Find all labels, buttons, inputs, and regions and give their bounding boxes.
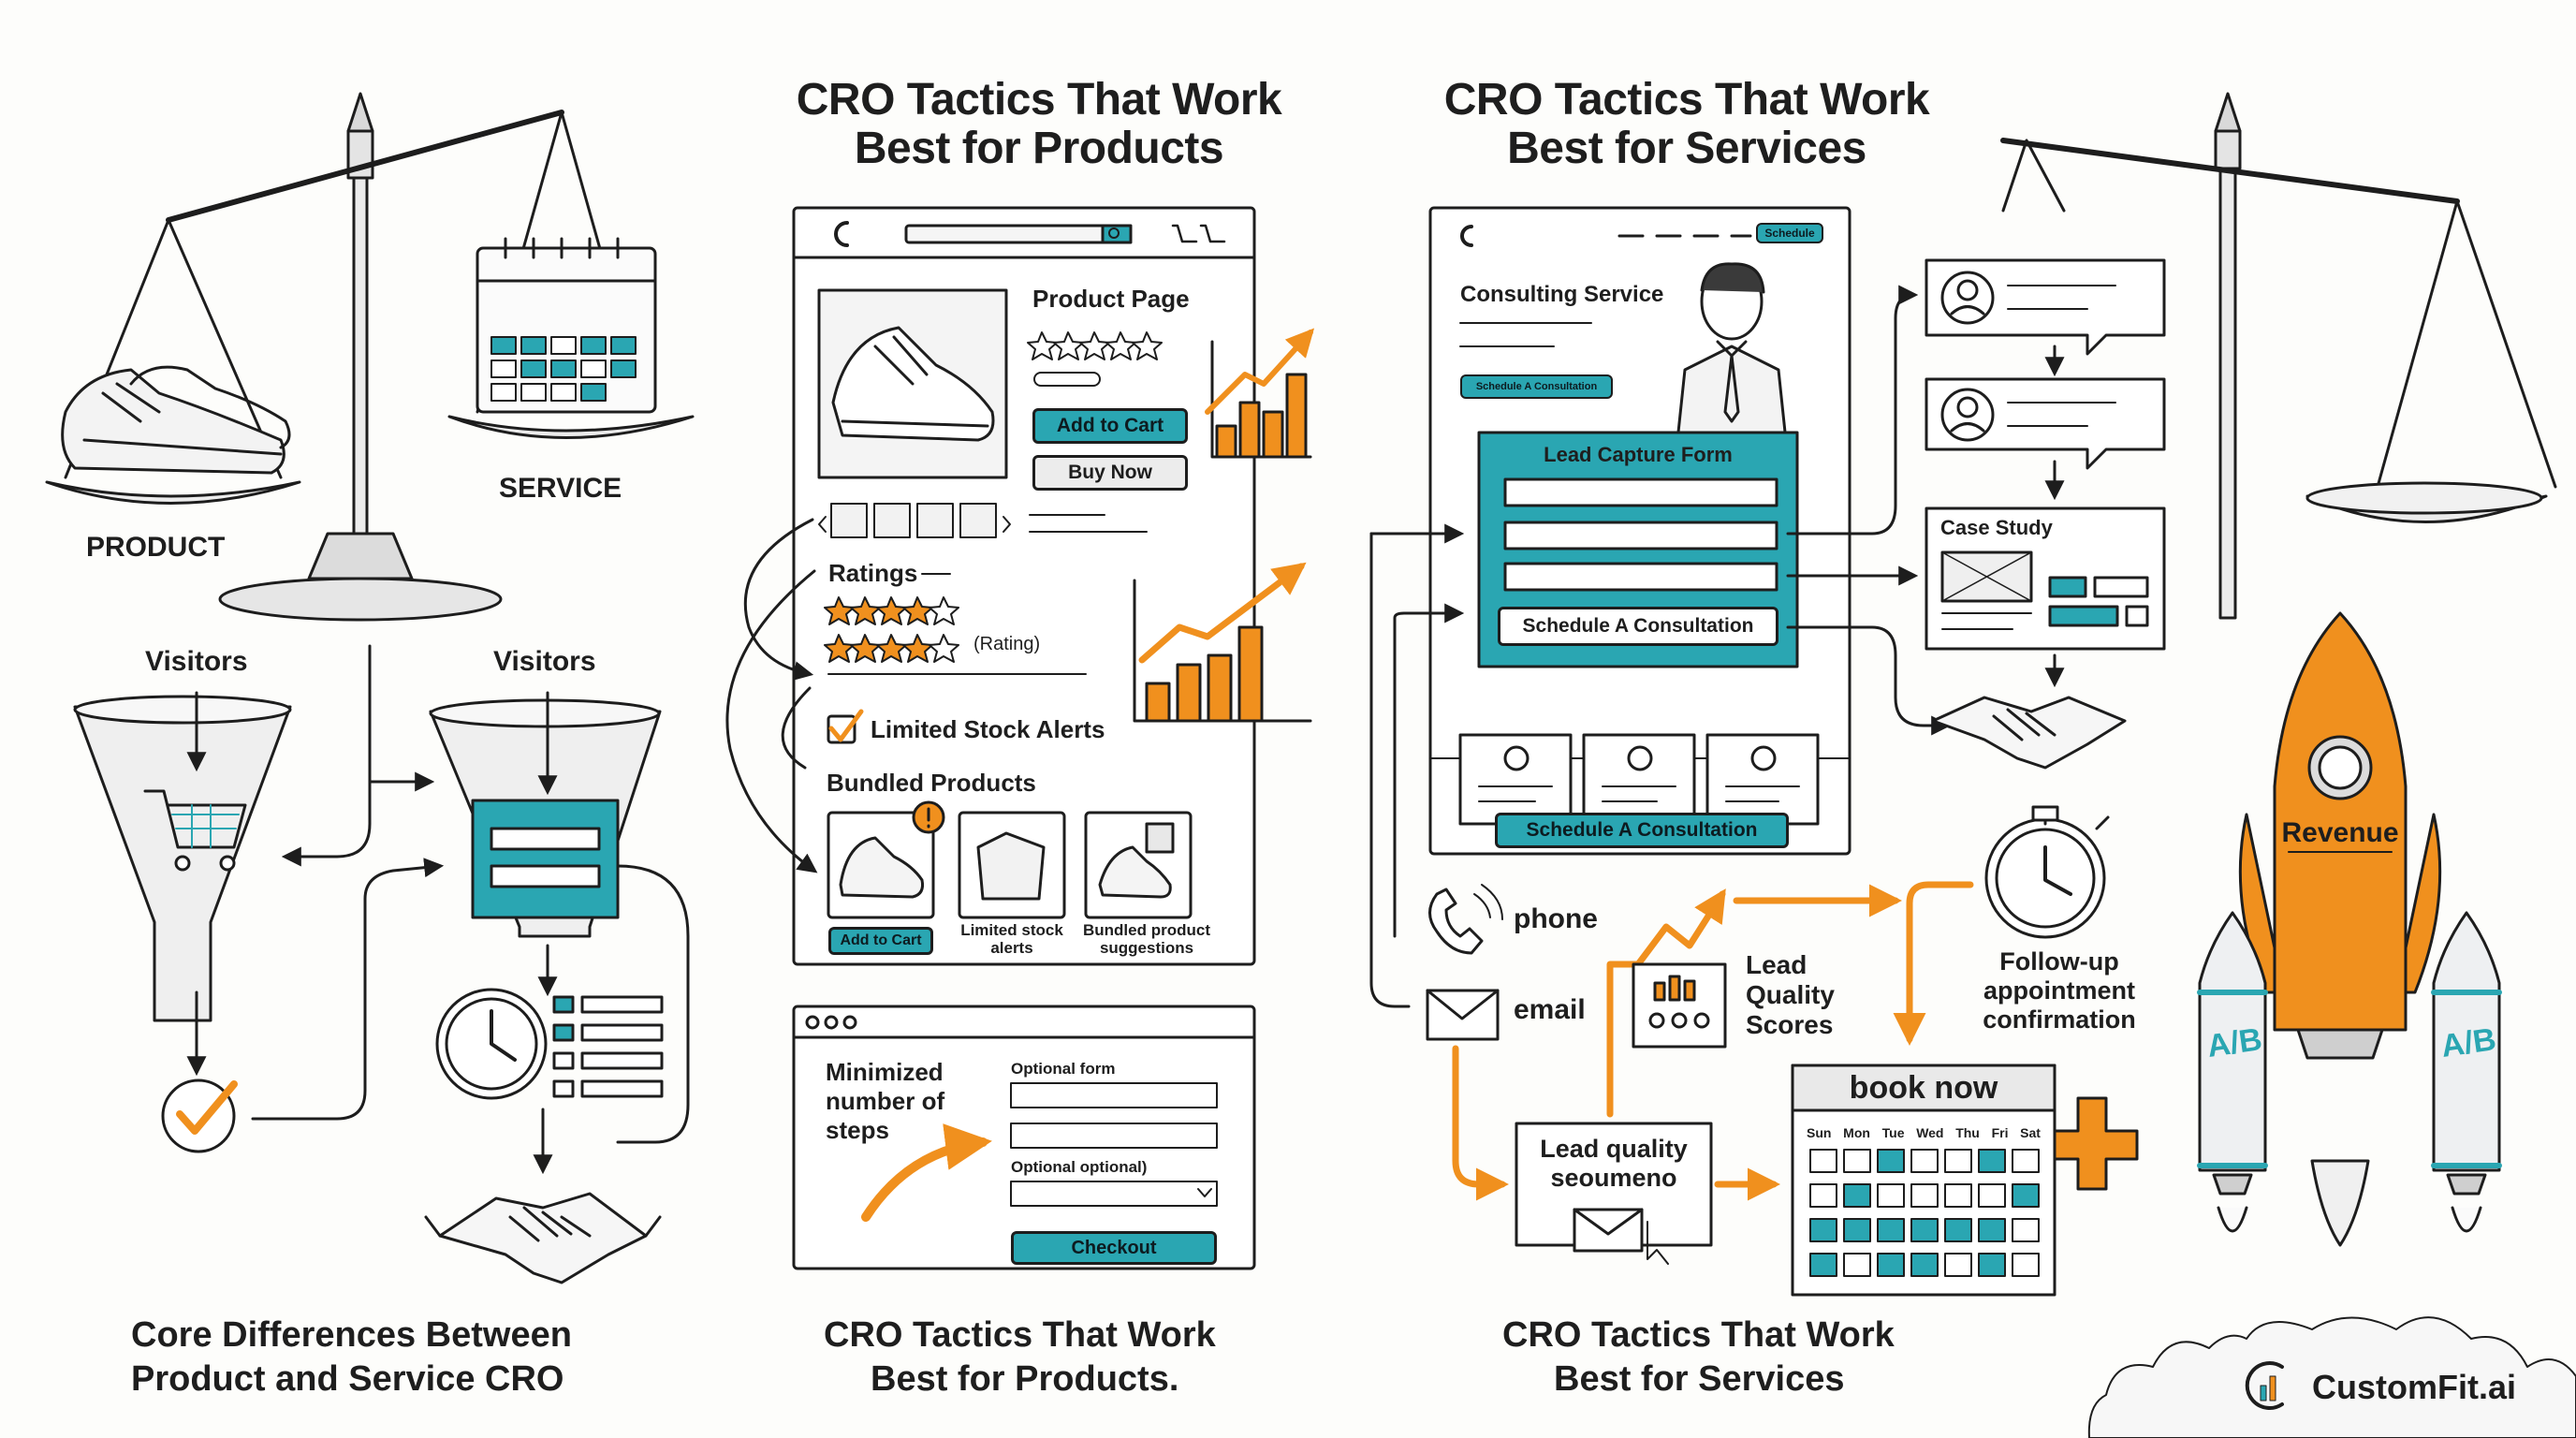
booster-left [2197, 911, 2268, 1233]
title-services-line2: Best for Services [1507, 124, 1866, 173]
phone-label: phone [1514, 903, 1598, 934]
booster-left-label: A/B [2204, 1021, 2264, 1064]
limited-stock-label: Limited Stock Alerts [871, 715, 1105, 743]
service-left-arrows [1369, 285, 1952, 1008]
revenue-label: Revenue [2281, 817, 2399, 848]
title-services-line1: CRO Tactics That Work [1443, 75, 1930, 125]
book-now-title[interactable]: book now [1849, 1070, 1998, 1106]
caption-core-line2: Product and Service CRO [131, 1359, 564, 1399]
bar-chart-icon-2 [1133, 562, 1312, 723]
booster-right [2431, 911, 2502, 1233]
schedule-chip-button[interactable]: Schedule [1756, 223, 1823, 243]
booster-right-label: A/B [2438, 1021, 2498, 1064]
label-visitors-right: Visitors [493, 646, 596, 677]
phone-icon [1428, 884, 1503, 955]
bundle-stock-caption: Limited stock alerts [960, 921, 1063, 957]
scale-icon-right [2000, 92, 2557, 620]
booking-cells [1809, 1149, 2040, 1277]
title-products-line1: CRO Tactics That Work [796, 75, 1282, 125]
bundle-add-to-cart-button[interactable]: Add to Cart [828, 927, 933, 955]
optional-optional-label: Optional optional) [1011, 1158, 1148, 1176]
checkout-button[interactable]: Checkout [1011, 1231, 1217, 1265]
brand-name[interactable]: CustomFit.ai [2312, 1368, 2517, 1406]
star-icon-row [1027, 331, 1163, 387]
lead-seq-card [1515, 1122, 1713, 1265]
bundle-suggestion-caption: Bundled product suggestions [1083, 921, 1210, 957]
schedule-small-button[interactable]: Schedule A Consultation [1460, 374, 1613, 399]
title-products-line2: Best for Products [854, 124, 1224, 173]
funnel-right [429, 691, 662, 938]
rating-caption: (Rating) [973, 634, 1041, 654]
lead-quality-badge [1632, 962, 1727, 1049]
handshake-icon [424, 1192, 662, 1284]
optional-form-label: Optional form [1011, 1060, 1116, 1078]
email-label: email [1514, 994, 1586, 1025]
consulting-service-title: Consulting Service [1460, 282, 1664, 307]
caption-services-line1: CRO Tactics That Work [1502, 1315, 1895, 1355]
case-study-title: Case Study [1940, 516, 2053, 539]
cart-icon [143, 789, 247, 872]
alert-icon [912, 800, 945, 834]
clock-icon [435, 988, 664, 1100]
bar-chart-icon [1205, 328, 1315, 459]
product-image [817, 288, 1008, 479]
checkout-window [792, 1005, 1256, 1270]
weekday-label: Mon [1843, 1125, 1870, 1140]
thumbnail-strip [818, 503, 1148, 538]
lead-seq-label: Lead quality seoumeno [1540, 1135, 1688, 1193]
handshake-icon-2 [1931, 696, 2127, 770]
checkout-steps-label: Minimized number of steps [826, 1058, 945, 1145]
weekday-row: Sun Mon Tue Wed Thu Fri Sat [1807, 1125, 2041, 1140]
scale-icon [45, 92, 695, 622]
stopwatch-icon [1984, 805, 2110, 939]
bundled-products-label: Bundled Products [827, 769, 1036, 797]
label-visitors-left: Visitors [145, 646, 248, 677]
checkbox-icon [827, 709, 864, 744]
weekday-label: Sat [2020, 1125, 2041, 1140]
weekday-label: Wed [1916, 1125, 1944, 1140]
product-page-title: Product Page [1032, 285, 1190, 313]
consultant-icon [1674, 262, 1790, 461]
buy-now-button[interactable]: Buy Now [1032, 455, 1188, 491]
schedule-form-button[interactable]: Schedule A Consultation [1498, 607, 1778, 646]
schedule-bottom-button[interactable]: Schedule A Consultation [1495, 813, 1789, 848]
orange-flow [1452, 881, 1974, 1201]
plus-icon [2053, 1096, 2139, 1191]
ratings-label: Ratings [828, 559, 918, 587]
caption-products-line1: CRO Tactics That Work [824, 1315, 1216, 1355]
email-icon [1426, 989, 1500, 1041]
product-arrows [725, 518, 818, 873]
brand-logo-icon [2245, 1361, 2284, 1410]
calendar-cells [490, 336, 637, 402]
weekday-label: Sun [1807, 1125, 1832, 1140]
case-study-card [1925, 506, 2166, 688]
weekday-label: Thu [1955, 1125, 1980, 1140]
sneakers-icon [61, 365, 291, 475]
bundle-cards [827, 811, 1193, 919]
lead-quality-scores-label: Lead Quality Scores [1746, 950, 1835, 1040]
add-to-cart-button[interactable]: Add to Cart [1032, 408, 1188, 444]
ratings-stars [824, 573, 1087, 675]
lead-capture-title: Lead Capture Form [1544, 443, 1733, 466]
avatar-icon [1925, 258, 2166, 501]
caption-products-line2: Best for Products. [871, 1359, 1179, 1399]
weekday-label: Fri [1991, 1125, 2009, 1140]
service-cards [1429, 733, 1851, 826]
label-product: PRODUCT [86, 532, 226, 563]
checkmark-icon [161, 1078, 238, 1153]
caption-core-line1: Core Differences Between [131, 1315, 572, 1355]
caption-services-line2: Best for Services [1554, 1359, 1845, 1399]
label-service: SERVICE [499, 473, 622, 504]
weekday-label: Tue [1881, 1125, 1905, 1140]
followup-label: Follow-up appointment confirmation [1983, 947, 2136, 1034]
